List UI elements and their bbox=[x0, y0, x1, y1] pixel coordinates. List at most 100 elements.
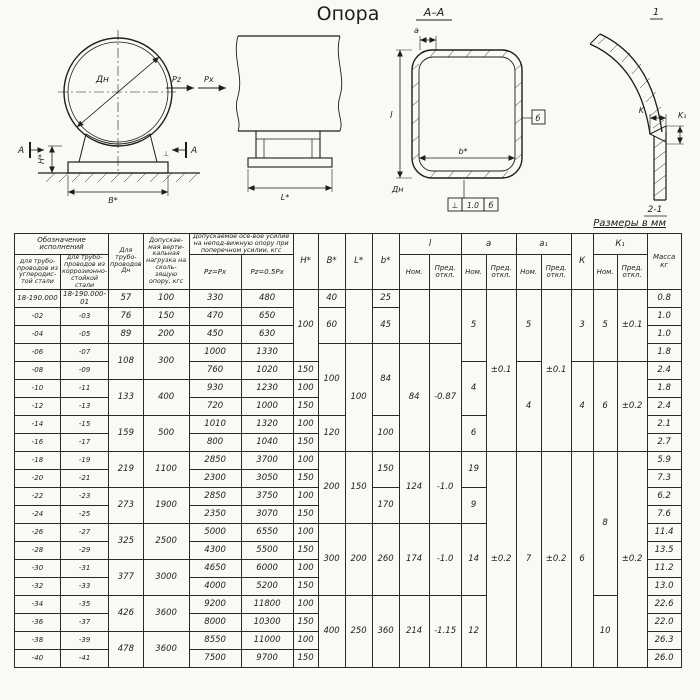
weld-size-value: 1.0 bbox=[467, 201, 479, 210]
table-cell: -30 bbox=[14, 559, 61, 579]
table-cell: 325 bbox=[108, 523, 144, 561]
table-cell: 45 bbox=[371, 307, 400, 345]
table-cell: -03 bbox=[59, 307, 110, 327]
table-cell: 1900 bbox=[142, 487, 190, 525]
header-k: К bbox=[570, 232, 594, 291]
table-cell: 800 bbox=[188, 433, 242, 453]
table-cell: 3070 bbox=[240, 505, 294, 525]
table-cell: 1.8 bbox=[646, 343, 682, 363]
header-b-low: b* bbox=[371, 232, 400, 291]
table-cell: ±0.1 bbox=[616, 289, 648, 363]
drawings-area: Опора Дн Pz Px H* bbox=[17, 3, 686, 217]
table-cell: 5 bbox=[460, 289, 487, 363]
table-cell: 108 bbox=[108, 343, 144, 381]
header-a-group: a bbox=[460, 232, 517, 256]
table-cell: -13 bbox=[59, 397, 110, 417]
pz-force-label: Pz bbox=[172, 75, 182, 84]
section-view-drawing: А–А a l b* Дн б bbox=[390, 6, 546, 212]
front-view-drawing: Дн Pz Px H* B* А ⊥ bbox=[17, 30, 226, 205]
table-cell: 7500 bbox=[188, 649, 242, 669]
table-cell: 100 bbox=[292, 451, 319, 471]
table-cell: 6000 bbox=[240, 559, 294, 579]
table-cell: 1330 bbox=[240, 343, 294, 363]
header-a-nom: Ном. bbox=[460, 254, 487, 291]
table-cell: 2.7 bbox=[646, 433, 682, 453]
sizes-note: Размеры в мм bbox=[593, 218, 666, 229]
page-title: Опора bbox=[317, 3, 380, 25]
table-cell: 150 bbox=[292, 577, 319, 597]
table-cell: -24 bbox=[14, 505, 61, 525]
table-cell: 60 bbox=[317, 307, 346, 345]
table-cell: -33 bbox=[59, 577, 110, 597]
table-cell: 2.4 bbox=[646, 361, 682, 381]
table-cell: 13.0 bbox=[646, 577, 682, 597]
h-dimension-label: H* bbox=[37, 154, 46, 164]
table-cell: 100 bbox=[142, 289, 190, 309]
table-cell: 400 bbox=[317, 595, 346, 669]
table-cell: 273 bbox=[108, 487, 144, 525]
header-a1-group: a₁ bbox=[515, 232, 572, 256]
table-cell: 9200 bbox=[188, 595, 242, 615]
header-mass: Масса кг bbox=[646, 232, 682, 291]
detail-view-drawing: 1 K K₁ 2-1 bbox=[589, 7, 686, 217]
header-h: H* bbox=[292, 232, 319, 291]
table-cell: 3750 bbox=[240, 487, 294, 507]
table-cell: 1320 bbox=[240, 415, 294, 435]
table-cell: -26 bbox=[14, 523, 61, 543]
table-cell: -15 bbox=[59, 415, 110, 435]
header-k1-nom: Ном. bbox=[592, 254, 618, 291]
section-mark-a-left: А bbox=[17, 146, 24, 156]
header-pz-eq: Pz=Px bbox=[188, 254, 242, 291]
header-a1-dev: Пред. откл. bbox=[540, 254, 572, 291]
table-cell: -1.0 bbox=[428, 451, 462, 525]
table-cell: 22.0 bbox=[646, 613, 682, 633]
table-cell: 5 bbox=[592, 289, 618, 363]
table-cell: -34 bbox=[14, 595, 61, 615]
table-cell: 4300 bbox=[188, 541, 242, 561]
table-cell: 5500 bbox=[240, 541, 294, 561]
header-a1-nom: Ном. bbox=[515, 254, 542, 291]
px-force-label: Px bbox=[204, 75, 214, 84]
k-dimension-label: K bbox=[639, 106, 645, 115]
table-cell: 8 bbox=[592, 451, 618, 597]
table-cell: 22.6 bbox=[646, 595, 682, 615]
table-cell: -19 bbox=[59, 451, 110, 471]
table-cell: 100 bbox=[317, 343, 346, 417]
table-cell: -10 bbox=[14, 379, 61, 399]
table-cell: 8000 bbox=[188, 613, 242, 633]
table-cell: -37 bbox=[59, 613, 110, 633]
table-cell: 3600 bbox=[142, 631, 190, 669]
header-k1-group: К₁ bbox=[592, 232, 648, 256]
table-cell: 200 bbox=[142, 325, 190, 345]
table-cell: 3 bbox=[570, 289, 594, 363]
table-cell: 100 bbox=[344, 343, 373, 453]
table-cell: 2.1 bbox=[646, 415, 682, 435]
table-cell: 100 bbox=[292, 559, 319, 579]
table-cell: 100 bbox=[292, 523, 319, 543]
table-cell: -1.0 bbox=[428, 523, 462, 597]
table-cell: 1.0 bbox=[646, 325, 682, 345]
table-cell: 2.4 bbox=[646, 397, 682, 417]
table-cell: -09 bbox=[59, 361, 110, 381]
table-cell: 10 bbox=[592, 595, 618, 669]
table-cell: 100 bbox=[292, 631, 319, 651]
table-cell: 124 bbox=[398, 451, 430, 525]
detail-scale-label: 2-1 bbox=[648, 205, 663, 215]
table-cell: -14 bbox=[14, 415, 61, 435]
table-cell: 400 bbox=[142, 379, 190, 417]
table-cell: 377 bbox=[108, 559, 144, 597]
table-cell: 760 bbox=[188, 361, 242, 381]
table-cell bbox=[428, 289, 462, 345]
table-cell: -06 bbox=[14, 343, 61, 363]
table-cell: 89 bbox=[108, 325, 144, 345]
table-cell: 5 bbox=[515, 289, 542, 363]
